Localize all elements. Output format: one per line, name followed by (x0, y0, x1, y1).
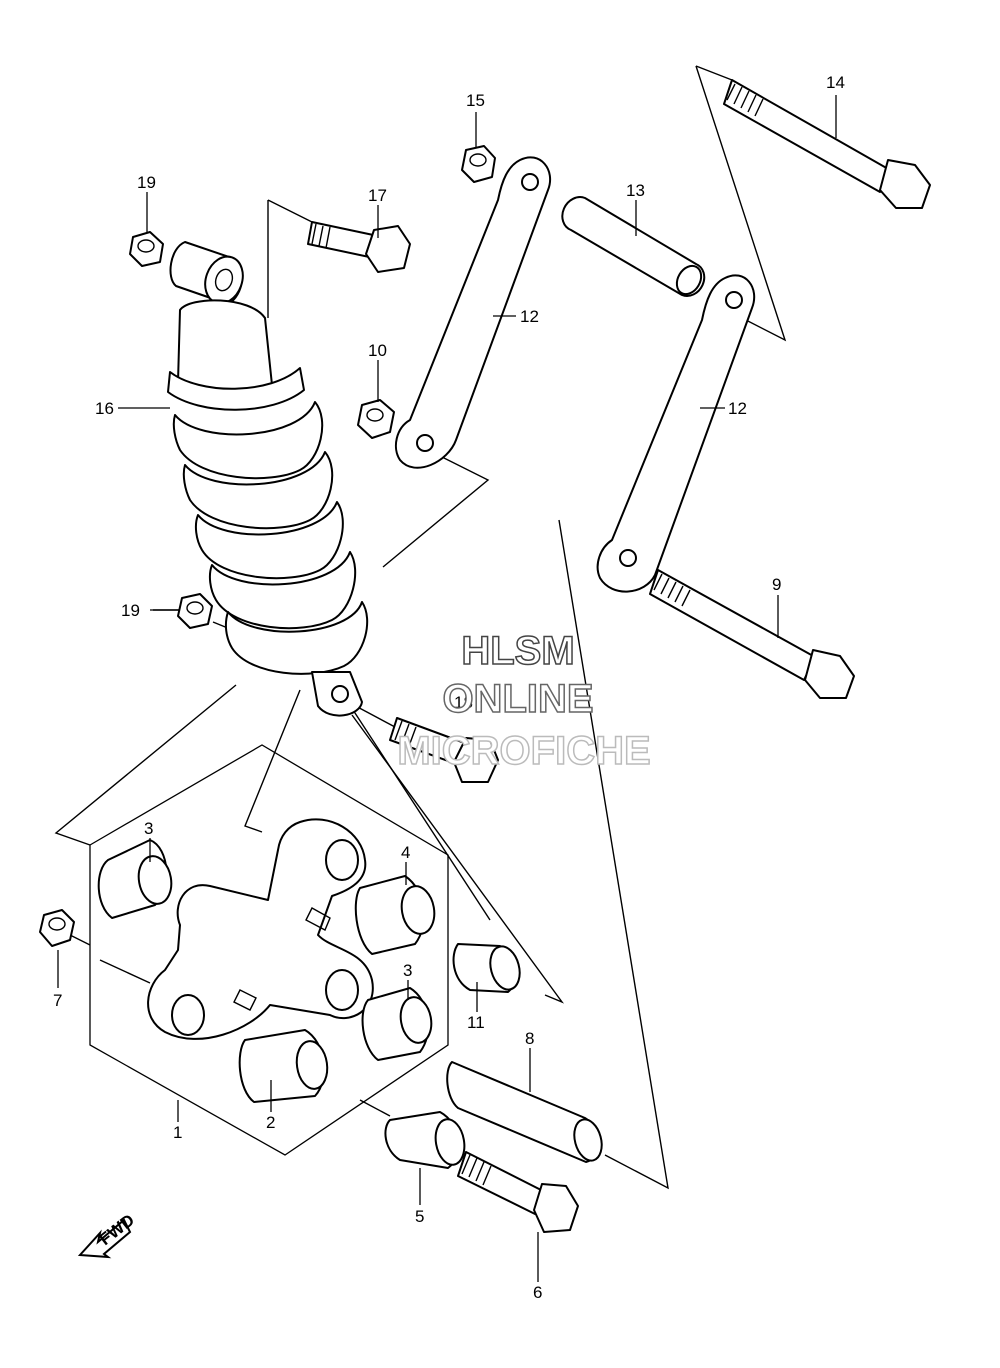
part-19-nut-lower (177, 593, 213, 629)
part-12-link-upper (394, 156, 551, 469)
callout-12-upper: 12 (520, 307, 539, 326)
part-11-spacer (452, 943, 521, 993)
callout-14: 14 (826, 73, 845, 92)
callout-15: 15 (466, 91, 485, 110)
part-3-bearing-upper (97, 839, 173, 919)
part-4-bearing (354, 875, 436, 955)
part-14-bolt (723, 79, 931, 209)
rear-cushion-lever-outline (89, 744, 449, 1156)
callout-17: 17 (368, 186, 387, 205)
callout-16: 16 (95, 399, 114, 418)
part-12-link-lower (596, 274, 756, 593)
assembly-lines (54, 65, 787, 1190)
part-15-nut (461, 145, 496, 183)
callout-9: 9 (772, 575, 781, 594)
part-10-nut (357, 399, 395, 439)
callout-4: 4 (401, 843, 410, 862)
callout-2: 2 (266, 1113, 275, 1132)
part-16-shock-absorber (167, 241, 369, 717)
leader-lines (57, 95, 837, 1282)
fwd-arrow-icon: FWD (77, 1210, 138, 1259)
watermark-line-1: HLSM (461, 629, 574, 673)
part-18-bolt (389, 717, 499, 783)
callout-11: 11 (467, 1013, 485, 1032)
part-3-bearing-lower (361, 987, 433, 1061)
callout-18: 18 (454, 693, 473, 712)
part-1-cushion-lever (147, 818, 374, 1040)
callout-10: 10 (368, 341, 387, 360)
watermark-line-3: MICROFICHE (397, 729, 650, 773)
part-13-spacer (561, 196, 706, 297)
part-8-spacer (446, 1061, 603, 1163)
callout-19-lower: 19 (121, 601, 140, 620)
watermark-line-2: ONLINE (442, 677, 593, 721)
callout-6: 6 (533, 1283, 542, 1302)
callout-labels: 15 14 13 19 17 12 12 10 16 9 19 18 3 4 3… (53, 73, 845, 1302)
callout-12-lower: 12 (728, 399, 747, 418)
callout-1: 1 (173, 1123, 182, 1142)
part-7-nut (39, 909, 75, 947)
callout-5: 5 (415, 1207, 424, 1226)
callout-19-upper: 19 (137, 173, 156, 192)
part-19-nut-upper (129, 231, 164, 267)
callout-13: 13 (626, 181, 645, 200)
callout-8: 8 (525, 1029, 534, 1048)
watermark: HLSM ONLINE MICROFICHE (397, 628, 652, 774)
callout-3-lower: 3 (403, 961, 412, 980)
part-6-bolt (457, 1151, 579, 1233)
part-5-spacer (384, 1111, 466, 1169)
part-17-bolt (307, 221, 411, 273)
part-9-bolt (649, 569, 855, 699)
part-2-bearing (238, 1029, 329, 1103)
callout-3-upper: 3 (144, 819, 153, 838)
callout-7: 7 (53, 991, 62, 1010)
